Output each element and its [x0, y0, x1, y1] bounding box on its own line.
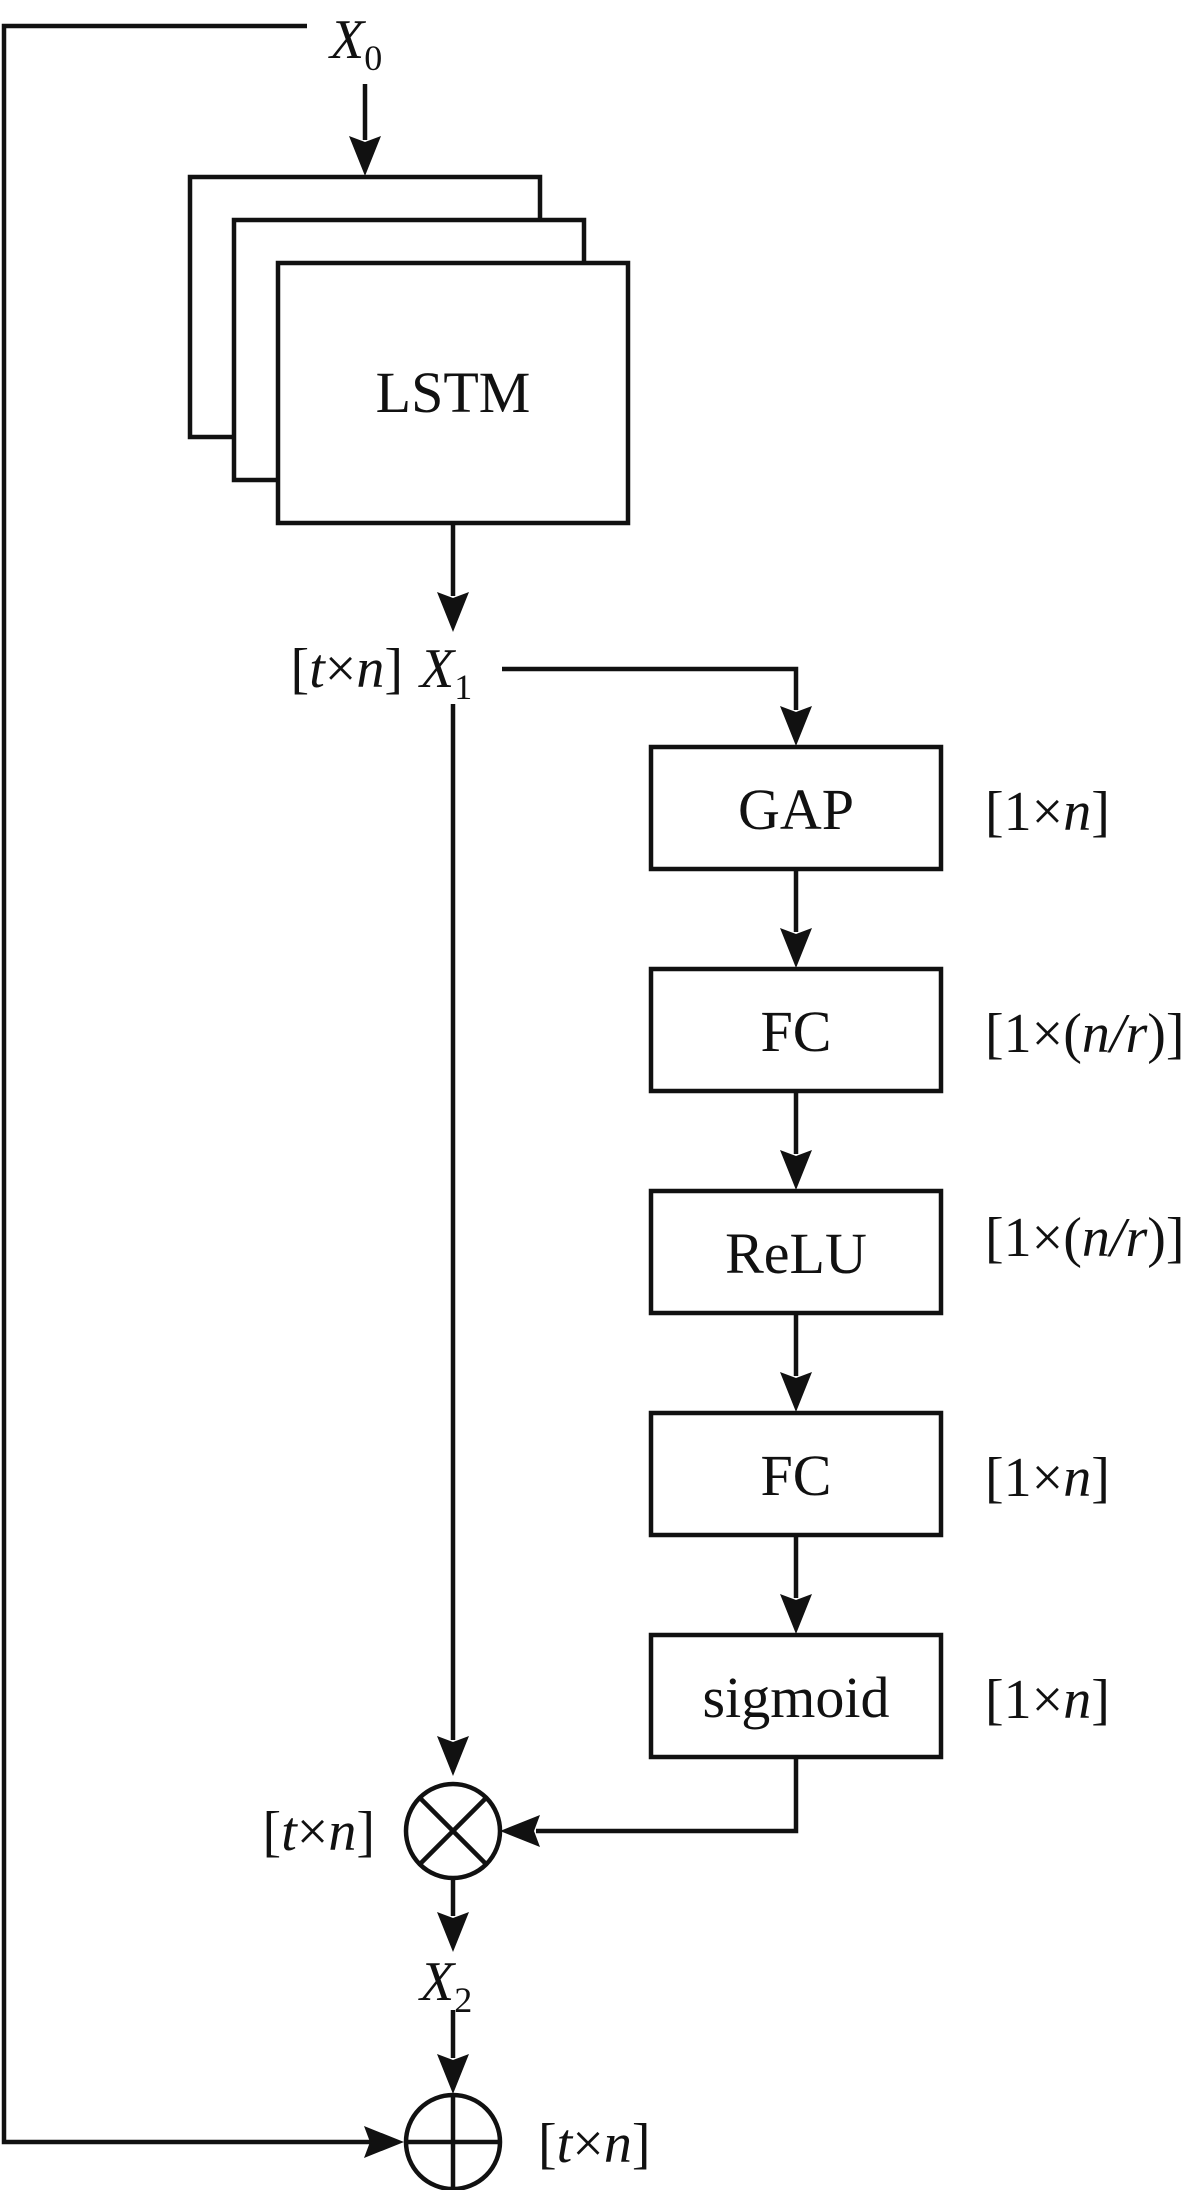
input-label-x0: X0	[328, 9, 382, 78]
fc2-label: FC	[761, 1443, 832, 1508]
arrow-sigmoid-to-multiply-head	[500, 1815, 540, 1847]
add-operator-icon	[403, 2092, 503, 2190]
multiply-dimension: [t×n]	[263, 1801, 375, 1863]
add-dimension: [t×n]	[538, 2113, 650, 2175]
arrow-fc2-to-sigmoid-head	[780, 1594, 812, 1634]
arrow-x1-to-gap	[502, 666, 799, 710]
relu-box	[648, 1188, 944, 1316]
lstm-label: LSTM	[376, 360, 531, 425]
fc1-label: FC	[761, 999, 832, 1064]
fc2-dimension: [1×n]	[985, 1447, 1110, 1509]
gap-box	[648, 744, 944, 872]
x1-label: X1	[418, 638, 472, 707]
arrow-gap-to-fc1-head	[780, 928, 812, 968]
arrow-lstm-to-x1-head	[437, 592, 469, 632]
x1-dimension: [t×n]	[291, 638, 403, 700]
gap-dimension: [1×n]	[985, 781, 1110, 843]
relu-dimension: [1×(n/r)]	[985, 1207, 1185, 1269]
fc1-box	[648, 966, 944, 1094]
sigmoid-dimension: [1×n]	[985, 1669, 1110, 1731]
arrow-relu-to-fc2-head	[780, 1372, 812, 1412]
arrow-x0-to-lstm-head	[349, 136, 381, 176]
arrow-multiply-to-x2-head	[437, 1912, 469, 1952]
arrow-sigmoid-to-multiply	[536, 1757, 799, 1834]
arrow-x1-to-gap-head	[780, 706, 812, 746]
skip-connection-arrowhead	[364, 2126, 404, 2158]
fc2-box	[648, 1410, 944, 1538]
x2-label: X2	[418, 1951, 472, 2020]
lstm-box-front	[275, 260, 631, 526]
skip-connection-line	[1, 23, 370, 2145]
arrow-x2-to-add-head	[437, 2054, 469, 2094]
relu-label: ReLU	[725, 1221, 867, 1286]
fc1-dimension: [1×(n/r)]	[985, 1003, 1185, 1065]
multiply-operator-icon	[403, 1781, 503, 1881]
arrow-fc1-to-relu-head	[780, 1150, 812, 1190]
gap-label: GAP	[738, 777, 854, 842]
arrow-x1-to-multiply-head	[437, 1736, 469, 1776]
sigmoid-label: sigmoid	[703, 1665, 890, 1730]
sigmoid-box	[648, 1632, 944, 1760]
